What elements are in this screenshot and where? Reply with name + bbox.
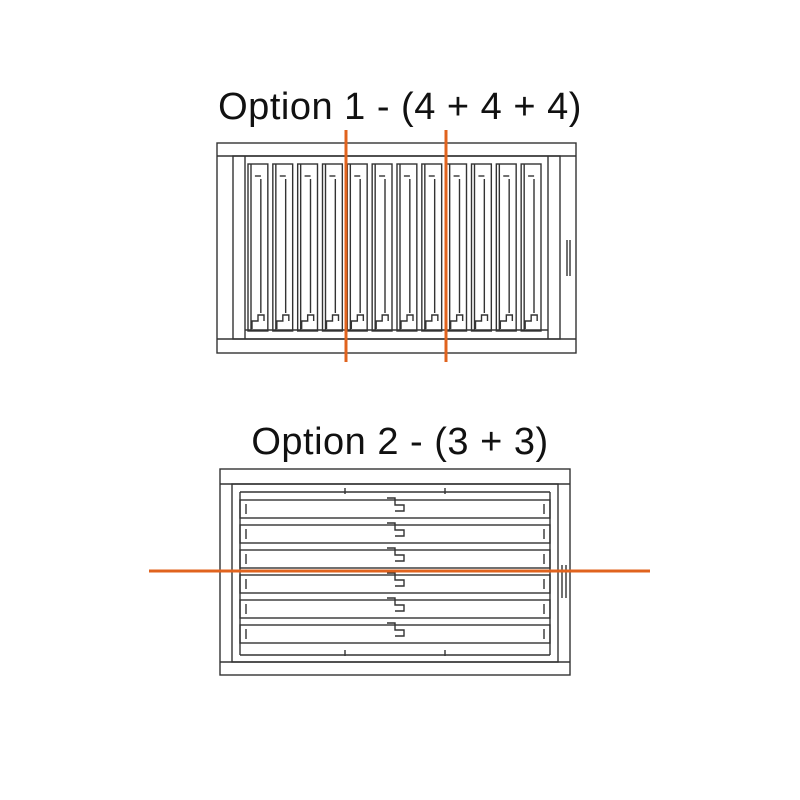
vertical-panel <box>470 163 493 332</box>
panel-foot-bracket <box>499 314 514 329</box>
panel-foot-bracket <box>375 314 389 329</box>
vertical-panel <box>321 163 344 332</box>
vertical-panel <box>520 163 542 332</box>
panel-foot-bracket <box>449 314 464 329</box>
vertical-panel <box>296 163 319 332</box>
panel-foot-bracket <box>400 314 414 329</box>
vertical-panel <box>396 163 418 332</box>
vertical-panel <box>272 163 294 332</box>
cabinet-inner-frame <box>231 483 559 663</box>
vertical-panel <box>247 163 269 332</box>
option-2-title: Option 2 - (3 + 3) <box>251 421 549 463</box>
option-1-title: Option 1 - (4 + 4 + 4) <box>218 86 582 128</box>
panel-clip <box>387 497 405 512</box>
cabinet-outer-frame <box>216 142 577 354</box>
option-1-cabinet <box>216 142 577 354</box>
vertical-panel <box>371 163 393 332</box>
panel-foot-bracket <box>251 314 265 329</box>
vertical-panel <box>421 163 443 332</box>
panel-foot-bracket <box>276 314 290 329</box>
cabinet-inner-frame <box>232 155 561 340</box>
panel-clip <box>387 572 405 587</box>
panel-clip <box>387 622 405 637</box>
panel-foot-bracket <box>350 314 365 329</box>
vertical-panels <box>247 163 542 332</box>
panel-foot-bracket <box>474 314 489 329</box>
panel-clip <box>387 522 405 537</box>
panel-foot-bracket <box>325 314 340 329</box>
horizontal-panels <box>239 497 551 644</box>
panel-clip <box>387 547 405 562</box>
panel-foot-bracket <box>524 314 538 329</box>
panel-clip <box>387 597 405 612</box>
panel-foot-bracket <box>300 314 315 329</box>
vertical-panel <box>495 163 517 332</box>
panel-foot-bracket <box>425 314 439 329</box>
